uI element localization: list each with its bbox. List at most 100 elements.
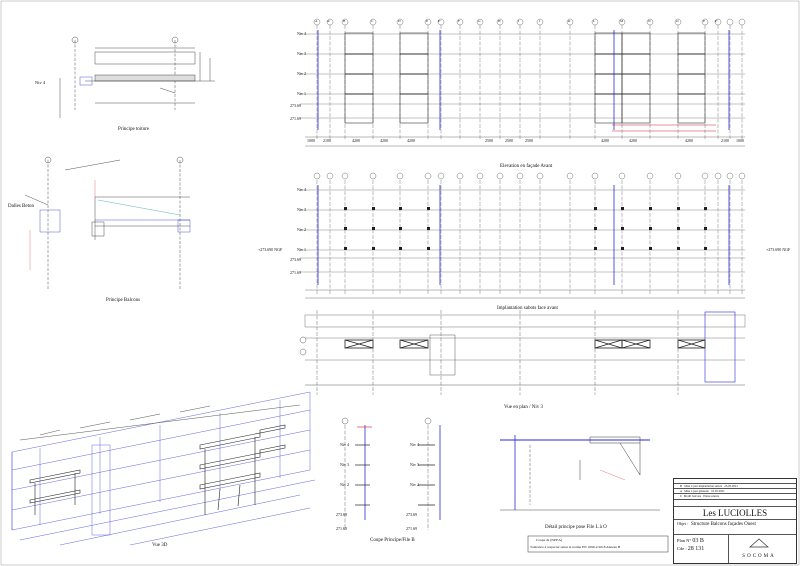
impl-level-niv1: Niv 1 [297,247,306,252]
coupe-b-elevation-1: 273.69 [406,512,417,517]
plan-number: 03 B [692,538,704,544]
grid-L: L [593,19,596,23]
ngf-left-label: +273.690 NGF [258,247,283,252]
coupe-b-level-niv3: Niv 3 [410,462,419,467]
revision-row-b: B Mise à jour implantation sabots 25.05.… [674,483,796,489]
caption-vue-3d: Vue 3D [152,543,168,548]
object-label: Objet : [677,521,688,526]
grid-J: J [539,19,541,23]
grid-I: I [518,19,520,23]
grid-N: N [648,19,651,23]
cde-number: 28 131 [687,546,705,552]
grid-K: K [568,19,571,23]
dim-11: 4200 [685,138,693,143]
revision-separator [674,499,796,505]
coupe-elevation-1: 273.69 [336,512,347,517]
grid-E: E [426,19,429,23]
revision-a-desc: Mise à jour générale [684,489,709,493]
cde-number-row: Cde : 28 131 [677,546,725,552]
revision-b-id: B [680,484,683,488]
grid-D: D [398,19,401,23]
company-name: SOCOMA [742,554,776,559]
elev-elevation-1: 273.69 [290,103,301,108]
plan-label: Plan N° [677,538,692,543]
coupe-level-niv4: Niv 4 [340,442,349,447]
dim-5: 4200 [380,138,388,143]
ngf-right-label: +273.690 NGF [766,247,791,252]
caption-elevation: Elevation en façade Avant [500,164,553,169]
caption-principe-balcons: Principe Balcons [106,298,141,303]
coupe-view [341,417,441,530]
grid-A-prime: A' [327,19,331,23]
dim-6: 2500 [485,138,493,143]
coupe-b-level-niv2: Niv 2 [410,482,419,487]
impl-elevation-1: 273.69 [290,257,301,262]
company-logo-icon [749,538,769,548]
elev-elevation-2: 271.69 [290,116,301,121]
coupe-b-elevation-2: 271.69 [406,526,417,531]
implantation-view [300,172,746,299]
dim-8: 2500 [525,138,533,143]
grid-F: F [458,19,460,23]
tolerance-note: Tolérance à respecter selon la norme EN … [530,545,621,549]
coupe-level-niv3: Niv 3 [340,462,349,467]
revision-a-date: 10.05.2021 [711,489,725,493]
elev-level-niv4: Niv 4 [297,31,306,36]
coupe-b-level-niv4: Niv 4 [410,442,419,447]
grid-E-prime: E' [438,19,441,23]
dim-12: 2100 [721,138,729,143]
dim-13: 1000 [736,138,744,143]
impl-elevation-2: 271.69 [290,270,301,275]
caption-implantation: Implantation sabots face avant [497,306,558,311]
grid-C: C [371,19,374,23]
object-row: Objet : Structure Balcons façades Ouest [674,519,796,529]
principe-toiture-view [59,36,215,118]
impl-level-niv4: Niv 4 [297,187,306,192]
dim-2: 2100 [323,138,331,143]
dim-7: 2500 [505,138,513,143]
detail-view [500,435,660,511]
revision-b-desc: Mise à jour implantation sabots [684,484,723,488]
grid-A: A [315,19,318,23]
revision-b-date: 25.05.2021 [724,484,738,488]
grid-M: M [620,19,624,23]
elev-level-niv2: Niv 2 [297,71,306,76]
caption-vue-plan: Vue en plan / Niv 3 [504,405,543,410]
revision-row-a: A Mise à jour générale 10.05.2021 [674,488,796,494]
vue-plan-view [299,310,746,395]
revision-0-id: 0 [680,494,682,498]
dim-9: 4200 [601,138,609,143]
impl-level-niv2: Niv 2 [297,227,306,232]
title-block: B Mise à jour implantation sabots 25.05.… [673,478,797,564]
project-title: Les LUCIOLLES [674,506,796,519]
vue-3d-view [11,391,316,546]
caption-detail: Détail principe pose File L à O [545,525,607,530]
elev-level-niv1: Niv 1 [297,91,306,96]
revision-a-id: A [680,489,683,493]
coupe-level-niv2: Niv 2 [340,482,349,487]
grid-P-prime: P' [715,19,718,23]
elevation-view [300,18,746,147]
plan-info: Plan N° 03 B Cde : 28 131 [674,534,729,563]
dim-4: 4200 [407,138,415,143]
revision-0-desc: Modif balcons [683,494,702,498]
grid-B: B [343,19,346,23]
grid-G: G [478,19,481,23]
dim-10: 4200 [629,138,637,143]
caption-principe-toiture: Principe toiture [118,127,149,132]
dim-1: 1000 [307,138,315,143]
coupe-elevation-2: 271.69 [336,526,347,531]
grid-O: O [676,19,679,23]
elev-level-niv3: Niv 3 [297,51,306,56]
revision-0-date: Plans relevés [703,494,720,498]
object-value: Structure Balcons façades Ouest [691,522,756,527]
coupe-note: Coupe de (NPP A) [536,538,563,542]
dalles-beton-label: Dalles Beton [8,204,34,209]
grid-P: P [703,19,705,23]
dim-3: 4200 [352,138,360,143]
plan-number-row: Plan N° 03 B [677,538,725,544]
cde-label: Cde : [677,546,687,551]
impl-level-niv3: Niv 3 [297,207,306,212]
